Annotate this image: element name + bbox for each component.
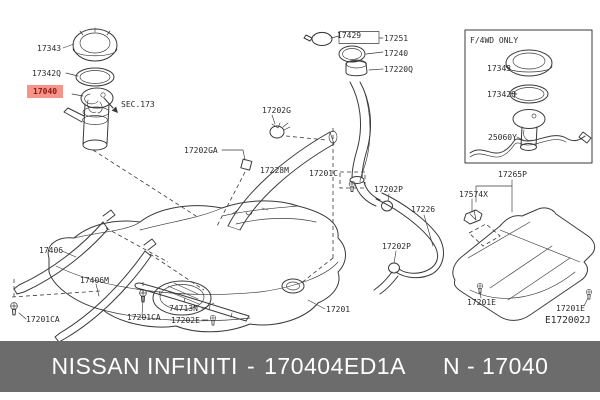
section-arrow-icon [103, 97, 118, 113]
footer-separator: - [246, 353, 256, 379]
fwd-variant-box [464, 29, 593, 164]
part-label-17202g[interactable]: 17202G [262, 106, 291, 115]
part-label-17343-fwd[interactable]: 17343 [487, 64, 512, 73]
part-label-17240[interactable]: 17240 [384, 49, 409, 58]
heat-shield-drawing [452, 207, 596, 321]
part-label-17201[interactable]: 17201 [326, 305, 351, 314]
bracket-17574x-drawing [463, 198, 501, 247]
part-label-17342q[interactable]: 17342Q [32, 69, 61, 78]
fuel-pump-assembly-drawing [63, 27, 197, 217]
variant-box-title: F/4WD ONLY [470, 36, 519, 45]
filler-neck-drawing [339, 81, 381, 207]
part-label-17574x[interactable]: 17574X [459, 190, 488, 199]
part-label-17343[interactable]: 17343 [37, 44, 62, 53]
footer-bar: NISSAN INFINITI - 170404ED1A N - 17040 [0, 341, 600, 392]
part-label-17202p-upper[interactable]: 17202P [374, 185, 403, 194]
part-code-text: 170404ED1A [264, 353, 406, 379]
leader-lines-pump [62, 43, 84, 97]
part-label-17202p-lower[interactable]: 17202P [382, 242, 411, 251]
filler-cap-drawing [303, 31, 384, 77]
part-label-17226[interactable]: 17226 [411, 205, 436, 214]
tank-strap-17406-drawing [13, 209, 116, 295]
diagram-line-art [10, 27, 596, 341]
catalog-ref-text: N - 17040 [442, 353, 549, 379]
part-label-17265p[interactable]: 17265P [498, 170, 527, 179]
brand-text: NISSAN INFINITI [51, 353, 238, 379]
part-label-17406m[interactable]: 17406M [80, 276, 109, 285]
fuel-tank-drawing [47, 200, 346, 333]
part-label-17406[interactable]: 17406 [39, 246, 64, 255]
section-ref-label[interactable]: SEC.173 [121, 100, 155, 109]
bolt-icons [10, 180, 593, 326]
diagram-code-label: E172002J [545, 315, 591, 326]
part-label-17201e-left[interactable]: 17201E [467, 298, 496, 307]
part-label-74713n[interactable]: 74713N [169, 304, 198, 313]
part-label-17202ga[interactable]: 17202GA [184, 146, 218, 155]
part-label-25060y[interactable]: 25060Y [488, 133, 517, 142]
filler-hose-drawing [227, 130, 338, 231]
part-label-17251[interactable]: 17251 [384, 34, 409, 43]
hose-clamp-drawing [269, 114, 327, 141]
protector-74713n-drawing [134, 282, 250, 322]
part-label-17228m[interactable]: 17228M [260, 166, 289, 175]
part-label-17040-highlighted[interactable]: 17040 [27, 85, 64, 98]
part-label-17202e[interactable]: 17202E [171, 316, 200, 325]
leader-17265p [475, 179, 513, 213]
part-label-17342q-fwd[interactable]: 17342Q [487, 90, 516, 99]
vent-hose-17226-drawing [299, 192, 444, 295]
tank-strap-17406m-drawing [11, 227, 205, 341]
part-label-17201ca-left[interactable]: 17201CA [26, 315, 60, 324]
part-label-17201ca-right[interactable]: 17201CA [127, 313, 161, 322]
hose-clamp-ga-drawing [215, 149, 253, 229]
part-label-17429[interactable]: 17429 [337, 31, 362, 40]
part-label-17201c[interactable]: 17201C [309, 169, 338, 178]
part-label-17201e-right[interactable]: 17201E [556, 304, 585, 313]
part-label-17220q[interactable]: 17220Q [384, 65, 413, 74]
